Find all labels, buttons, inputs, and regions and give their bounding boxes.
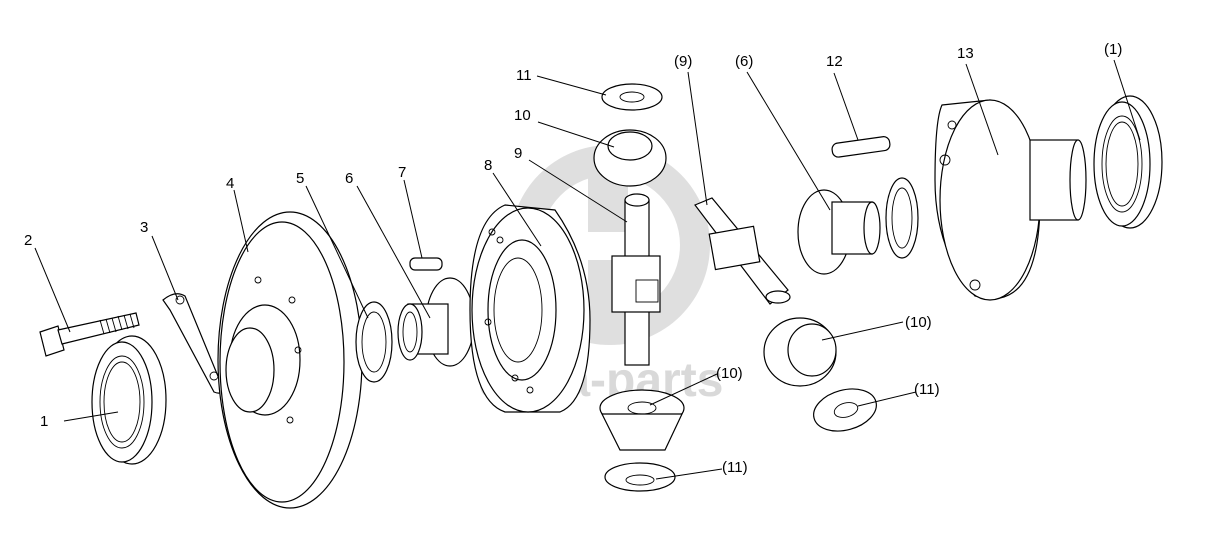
callout-2: 2 <box>24 232 32 249</box>
callout-6: 6 <box>345 170 353 187</box>
callout-13: 13 <box>957 45 974 62</box>
callout-12: 12 <box>826 53 843 70</box>
callout-11-paren-right: (11) <box>914 381 940 398</box>
thrust-washer-top <box>601 83 663 111</box>
callout-6-paren: (6) <box>735 53 753 70</box>
thrust-washer-right <box>813 388 877 432</box>
thrust-washer-bottom <box>604 462 676 492</box>
bolt <box>39 312 140 357</box>
side-gear-right <box>797 189 881 275</box>
callout-7: 7 <box>398 164 406 181</box>
pin-12 <box>831 136 891 158</box>
bearing-left <box>91 335 167 465</box>
ring-gear <box>217 211 363 509</box>
callout-3: 3 <box>140 219 148 236</box>
washer-5 <box>355 301 393 383</box>
differential-cover <box>934 99 1087 301</box>
pin-7 <box>409 257 443 271</box>
callout-9-paren: (9) <box>674 53 692 70</box>
callout-10-paren-right: (10) <box>905 314 932 331</box>
pinion-gear-right <box>763 317 837 387</box>
pinion-gear-bottom <box>599 389 685 451</box>
side-gear-left <box>397 277 475 367</box>
callout-10-paren-bottom: (10) <box>716 365 743 382</box>
cross-shaft <box>611 193 661 366</box>
washer-right <box>885 177 919 259</box>
callout-11-paren-bottom: (11) <box>722 459 748 476</box>
callout-8: 8 <box>484 157 492 174</box>
differential-housing <box>469 204 591 413</box>
lock-plate <box>162 293 223 394</box>
leader-lines <box>34 59 1141 480</box>
callout-4: 4 <box>226 175 234 192</box>
callout-labels: 1 2 3 4 5 6 7 8 9 10 11 12 13 (9) (6) (1… <box>24 41 1122 476</box>
callout-10: 10 <box>514 107 531 124</box>
bearing-right <box>1093 95 1163 229</box>
callout-5: 5 <box>296 170 304 187</box>
cross-shaft-2 <box>694 197 791 305</box>
callout-9: 9 <box>514 145 522 162</box>
callout-1: 1 <box>40 413 48 430</box>
pinion-gear-top <box>593 129 667 187</box>
callout-1-paren: (1) <box>1104 41 1122 58</box>
callout-11: 11 <box>516 67 532 84</box>
